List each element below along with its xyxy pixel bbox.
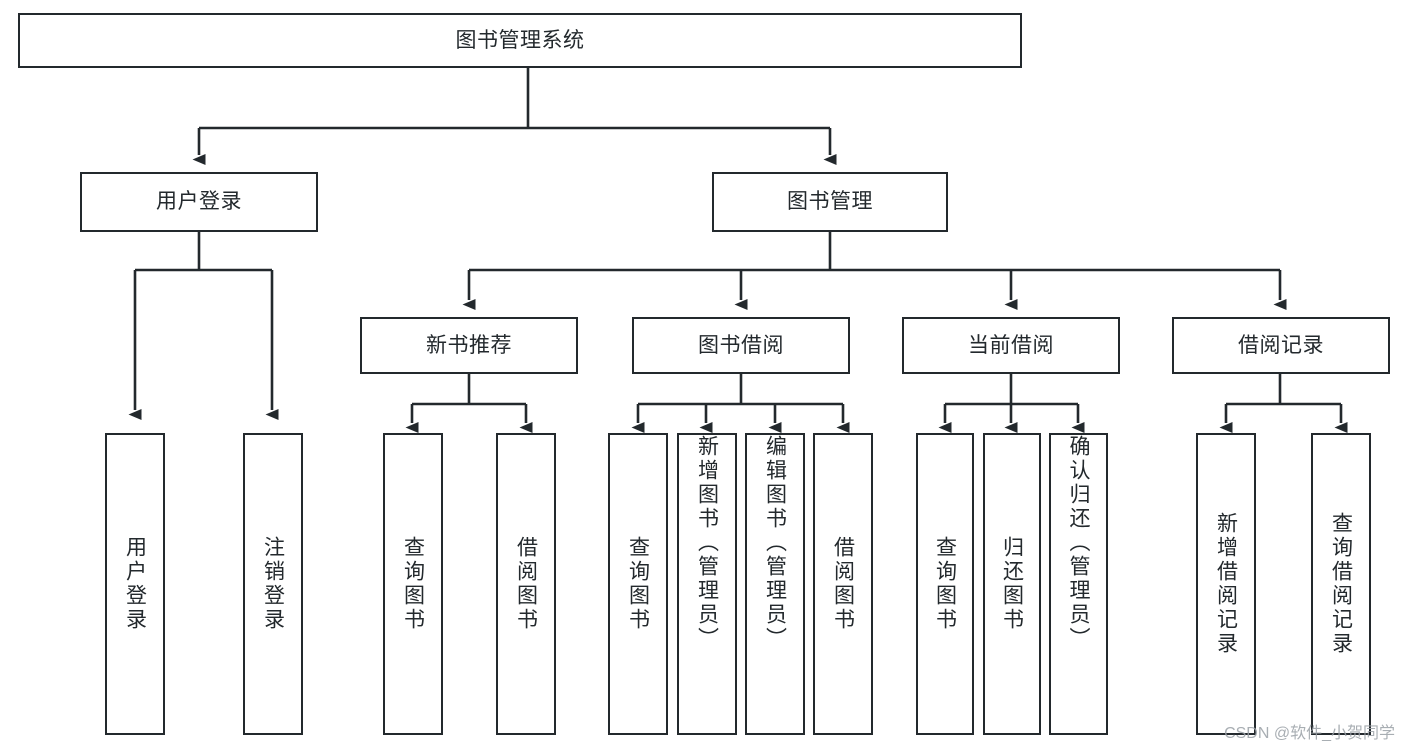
node-leaf-user-login[interactable]: 用户登录	[105, 433, 165, 735]
node-leaf-logout-login-label: 注销登录	[261, 536, 285, 632]
node-root[interactable]: 图书管理系统	[18, 13, 1022, 68]
node-leaf-query-book-3-label: 查询图书	[933, 536, 957, 632]
node-leaf-add-borrow-record[interactable]: 新增借阅记录	[1196, 433, 1256, 735]
node-leaf-borrow-book-2[interactable]: 借阅图书	[813, 433, 873, 735]
node-user-login[interactable]: 用户登录	[80, 172, 318, 232]
node-leaf-borrow-book-1[interactable]: 借阅图书	[496, 433, 556, 735]
node-leaf-add-borrow-record-label: 新增借阅记录	[1214, 512, 1238, 656]
node-leaf-edit-book-admin[interactable]: 编辑图书（管理员）	[745, 433, 805, 735]
node-leaf-query-book-3[interactable]: 查询图书	[916, 433, 974, 735]
node-leaf-query-book-2-label: 查询图书	[626, 536, 650, 632]
node-current-borrow[interactable]: 当前借阅	[902, 317, 1120, 374]
node-current-borrow-label: 当前借阅	[968, 333, 1054, 357]
node-leaf-add-book-admin-label: 新增图书（管理员）	[695, 435, 719, 651]
node-leaf-confirm-return-admin[interactable]: 确认归还（管理员）	[1049, 433, 1108, 735]
node-book-borrow-label: 图书借阅	[698, 333, 784, 357]
node-leaf-borrow-book-1-label: 借阅图书	[514, 536, 538, 632]
node-book-borrow[interactable]: 图书借阅	[632, 317, 850, 374]
node-leaf-logout-login[interactable]: 注销登录	[243, 433, 303, 735]
node-leaf-borrow-book-2-label: 借阅图书	[831, 536, 855, 632]
node-leaf-query-book-2[interactable]: 查询图书	[608, 433, 668, 735]
node-leaf-edit-book-admin-label: 编辑图书（管理员）	[763, 435, 787, 651]
node-new-book-recommend-label: 新书推荐	[426, 333, 512, 357]
node-leaf-add-book-admin[interactable]: 新增图书（管理员）	[677, 433, 737, 735]
node-leaf-query-borrow-record-label: 查询借阅记录	[1329, 512, 1353, 656]
node-borrow-record[interactable]: 借阅记录	[1172, 317, 1390, 374]
node-new-book-recommend[interactable]: 新书推荐	[360, 317, 578, 374]
watermark-text: CSDN @软件_小贺同学	[1224, 725, 1395, 742]
node-leaf-query-book-1-label: 查询图书	[401, 536, 425, 632]
node-leaf-query-borrow-record[interactable]: 查询借阅记录	[1311, 433, 1371, 735]
node-book-management[interactable]: 图书管理	[712, 172, 948, 232]
node-leaf-return-book-label: 归还图书	[1000, 536, 1024, 632]
node-root-label: 图书管理系统	[455, 28, 585, 52]
node-leaf-user-login-label: 用户登录	[123, 536, 147, 632]
node-leaf-query-book-1[interactable]: 查询图书	[383, 433, 443, 735]
node-user-login-label: 用户登录	[156, 190, 242, 214]
node-leaf-return-book[interactable]: 归还图书	[983, 433, 1041, 735]
node-book-management-label: 图书管理	[787, 190, 873, 214]
node-borrow-record-label: 借阅记录	[1238, 333, 1324, 357]
node-leaf-confirm-return-admin-label: 确认归还（管理员）	[1067, 435, 1090, 651]
